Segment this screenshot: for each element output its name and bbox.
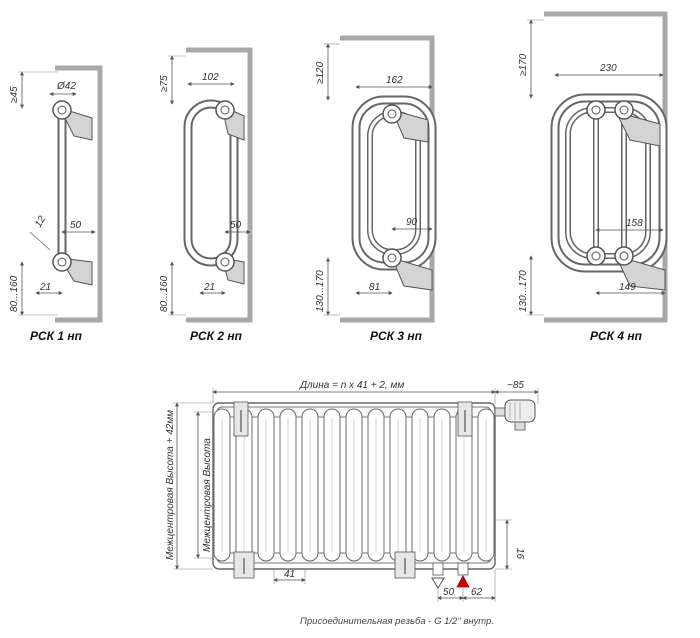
thread-note: Присоединительная резьба - G 1/2" внутр. xyxy=(300,616,494,627)
dim-bottom-offset: 16 xyxy=(514,548,525,560)
connection-pipe-right xyxy=(457,562,469,576)
wall-bracket-bottom xyxy=(391,257,433,291)
bracket-top-left xyxy=(233,401,249,437)
dim-height-range: 80...160 xyxy=(9,275,20,312)
front-view: Длина = n x 41 + 2, мм ~85 xyxy=(165,380,539,627)
dim-pitch: 41 xyxy=(284,569,295,580)
connection-pipe-left xyxy=(432,562,444,576)
dim-width: 162 xyxy=(386,75,403,86)
dim-lower-offset: 21 xyxy=(203,282,215,293)
diagram-caption: РСК 2 нп xyxy=(190,329,243,343)
diagram-rsk2: ≥75 102 50 21 80...160 РСК 2 нп xyxy=(159,47,253,343)
dim-top-offset: ≥75 xyxy=(159,75,170,92)
dim-height-range: 130...170 xyxy=(518,270,529,312)
dim-height-range: 130...170 xyxy=(315,270,326,312)
dim-bottom-depth: 50 xyxy=(70,220,82,231)
dim-width: 230 xyxy=(599,63,617,74)
dim-connection-offset: 62 xyxy=(471,587,483,598)
dim-small-gap: 12 xyxy=(33,214,48,230)
thermostatic-valve xyxy=(494,399,536,431)
bracket-bottom-left xyxy=(233,551,255,579)
diagram-rsk1: ≥45 Ø42 12 50 21 80...160 РСК 1 нп xyxy=(9,65,103,343)
dim-lower-offset: 149 xyxy=(619,282,636,293)
bracket-top-right xyxy=(457,401,473,437)
diagram-caption: РСК 1 нп xyxy=(30,329,83,343)
dim-bottom-depth: 158 xyxy=(626,218,643,229)
dim-connection-spacing: 50 xyxy=(443,587,455,598)
diagram-caption: РСК 4 нп xyxy=(590,329,643,343)
dim-top-offset: ≥120 xyxy=(315,61,326,84)
dim-width: Ø42 xyxy=(56,81,76,92)
dim-length: Длина = n x 41 + 2, мм xyxy=(299,380,404,391)
flow-marker-red xyxy=(456,575,470,588)
radiator-frame xyxy=(212,402,496,570)
wall-bracket-top xyxy=(615,111,661,147)
dim-center-height: Межцентровая Высота xyxy=(202,438,213,552)
radiator-sections xyxy=(213,408,495,562)
dim-lower-offset: 21 xyxy=(39,282,51,293)
wall xyxy=(55,65,103,323)
wall xyxy=(186,47,253,323)
diagram-caption: РСК 3 нп xyxy=(370,329,423,343)
diagram-rsk4: ≥170 230 158 149 130...170 РСК 4 нп xyxy=(518,11,668,343)
dim-top-offset: ≥170 xyxy=(518,53,529,76)
flow-marker-outline xyxy=(431,577,445,589)
dim-total-height: Межцентровая Высота + 42мм xyxy=(165,410,176,560)
dim-bottom-depth: 50 xyxy=(230,220,242,231)
dim-lower-offset: 81 xyxy=(369,282,380,293)
dim-height-range: 80...160 xyxy=(159,275,170,312)
dim-top-offset: ≥45 xyxy=(9,86,20,103)
dim-valve-offset: ~85 xyxy=(507,380,524,391)
wall-bracket-top xyxy=(391,109,429,143)
diagram-rsk3: ≥120 162 90 81 130...170 РСК 3 нп xyxy=(315,35,437,343)
dim-width: 102 xyxy=(202,72,219,83)
dim-bottom-depth: 90 xyxy=(406,217,418,228)
bracket-bottom-middle xyxy=(394,551,416,579)
